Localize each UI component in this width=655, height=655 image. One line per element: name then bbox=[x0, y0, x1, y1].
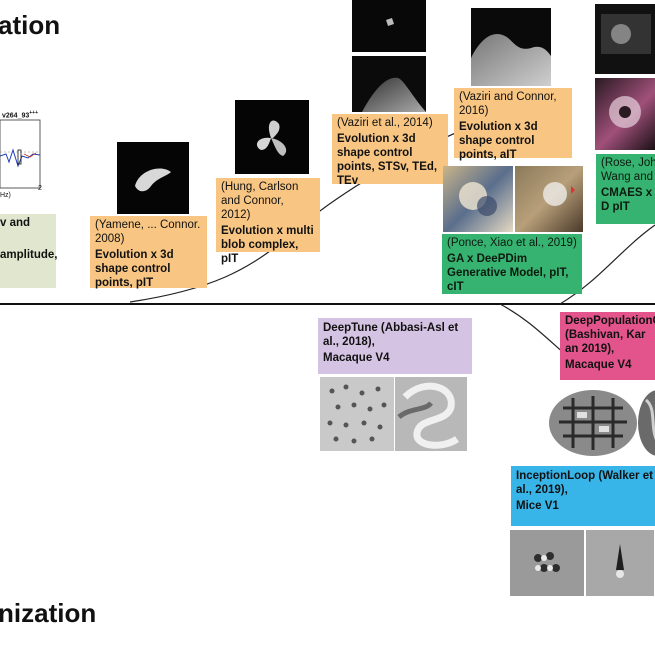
box-rose-desc: CMAES x D pIT bbox=[601, 187, 653, 213]
stimulus-image-deeppop-a bbox=[549, 390, 637, 456]
box-hung-ref: (Hung, Carlson and Connor, 2012) bbox=[221, 181, 299, 221]
stimulus-image-deeptune-a bbox=[320, 377, 394, 451]
box-hung: (Hung, Carlson and Connor, 2012) Evoluti… bbox=[216, 178, 320, 265]
box-inception: InceptionLoop (Walker et al., 2019), Mic… bbox=[511, 466, 655, 526]
box-hung-desc: Evolution x multi blob complex, pIT bbox=[221, 225, 314, 265]
section-heading-top: ation bbox=[0, 10, 61, 40]
box-ponce-desc: GA x DeePDim Generative Model, pIT, cIT bbox=[447, 253, 569, 293]
stimulus-image-vaziri2014-a bbox=[352, 0, 426, 52]
box-deeptune-ref: DeepTune (Abbasi-Asl et al., 2018), bbox=[323, 322, 459, 348]
box-vaziri2014-desc: Evolution x 3d shape control points, STS… bbox=[337, 133, 438, 187]
box-yamene: (Yamene, ... Connor. 2008) Evolution x 3… bbox=[90, 216, 207, 289]
stimulus-image-inception-b bbox=[586, 530, 654, 596]
box-vaziri2016-ref: (Vaziri and Connor, 2016) bbox=[459, 91, 557, 117]
box-deeppop: DeepPopulationC (Bashivan, Kar an 2019),… bbox=[560, 312, 655, 380]
left-partial-box: v and amplitude, bbox=[0, 214, 58, 288]
box-vaziri2014-ref: (Vaziri et al., 2014) bbox=[337, 117, 433, 129]
stimulus-image-hung bbox=[235, 100, 309, 174]
stimulus-image-deeppop-b bbox=[638, 390, 655, 456]
stimulus-image-vaziri2016 bbox=[471, 8, 551, 86]
box-ponce-ref: (Ponce, Xiao et al., 2019) bbox=[447, 237, 577, 249]
left-box-line1: v and bbox=[0, 217, 31, 229]
stimulus-image-yamene bbox=[117, 142, 189, 214]
stimulus-image-deeptune-b bbox=[395, 377, 467, 451]
box-inception-ref: InceptionLoop (Walker et al., 2019), bbox=[516, 470, 653, 496]
stimulus-image-rose-a bbox=[595, 4, 655, 74]
box-deeppop-desc: Macaque V4 bbox=[565, 359, 632, 371]
box-deeptune: DeepTune (Abbasi-Asl et al., 2018), Maca… bbox=[318, 318, 472, 374]
box-vaziri2016: (Vaziri and Connor, 2016) Evolution x 3d… bbox=[454, 88, 572, 161]
box-vaziri2014: (Vaziri et al., 2014) Evolution x 3d sha… bbox=[332, 114, 448, 187]
left-box-line2: amplitude, bbox=[0, 249, 58, 261]
plot-label: v264_93+++ bbox=[2, 110, 39, 120]
box-rose: (Rose, Joh Wang and CMAES x D pIT bbox=[596, 154, 655, 224]
box-vaziri2016-desc: Evolution x 3d shape control points, aIT bbox=[459, 121, 538, 161]
stimulus-image-inception-a bbox=[510, 530, 584, 596]
stimulus-image-rose-b bbox=[595, 78, 655, 150]
trend-curve-right bbox=[559, 224, 655, 305]
stimulus-image-ponce-a bbox=[443, 166, 513, 232]
response-plot bbox=[0, 104, 46, 194]
box-rose-ref: (Rose, Joh Wang and bbox=[601, 157, 655, 183]
box-deeppop-ref: DeepPopulationC (Bashivan, Kar an 2019), bbox=[565, 315, 655, 355]
box-yamene-desc: Evolution x 3d shape control points, pIT bbox=[95, 249, 174, 289]
box-deeptune-desc: Macaque V4 bbox=[323, 352, 390, 364]
plot-axis-tick: 2 bbox=[38, 185, 42, 192]
section-heading-bottom: nization bbox=[0, 598, 97, 628]
box-inception-desc: Mice V1 bbox=[516, 500, 559, 512]
plot-axis-label: Hz) bbox=[0, 192, 11, 199]
stimulus-image-vaziri2014-b bbox=[352, 56, 426, 112]
stimulus-image-ponce-b bbox=[515, 166, 583, 232]
box-ponce: (Ponce, Xiao et al., 2019) GA x DeePDim … bbox=[442, 234, 582, 294]
box-yamene-ref: (Yamene, ... Connor. 2008) bbox=[95, 219, 201, 245]
